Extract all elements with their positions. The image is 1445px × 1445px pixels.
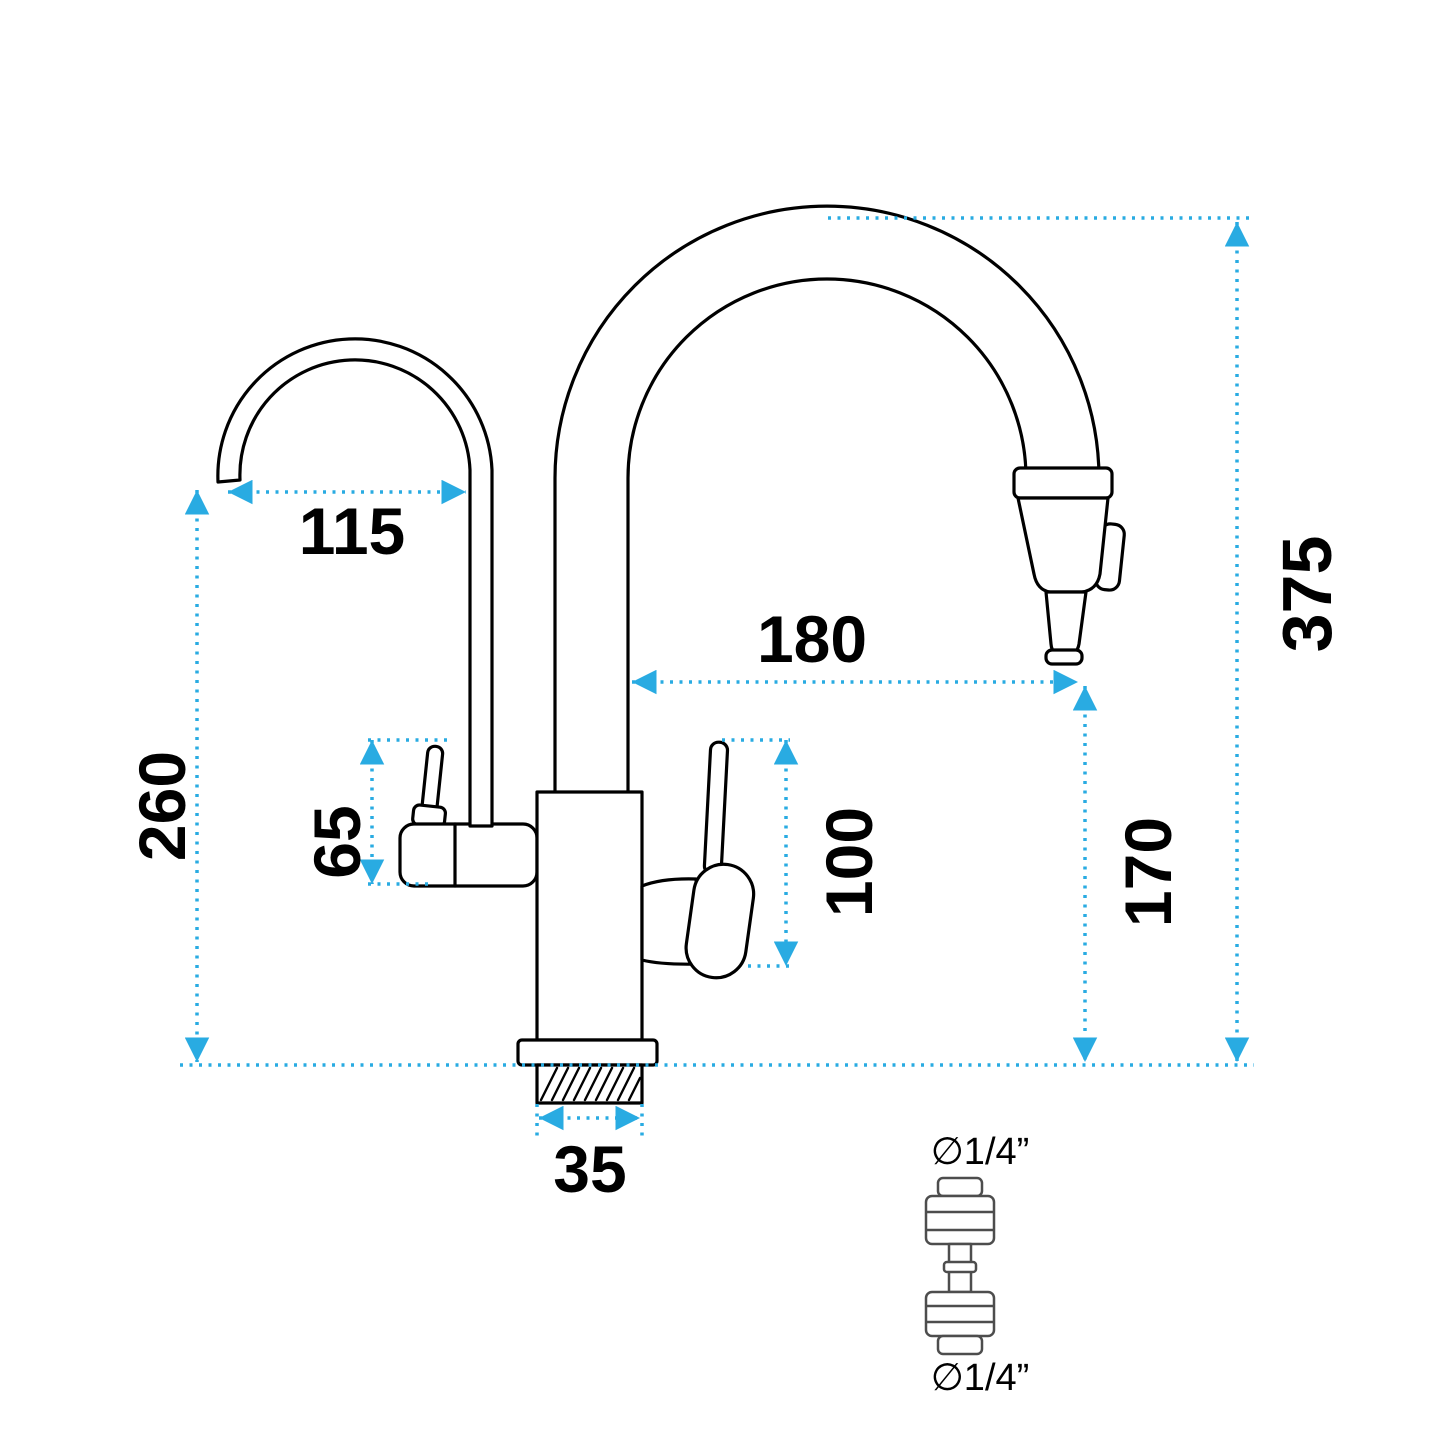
fitting-bottom-collet	[936, 1334, 984, 1356]
filter-handle	[411, 744, 448, 832]
spray-tip	[1044, 648, 1084, 666]
fitting-top-body	[924, 1194, 996, 1246]
label-100: 100	[812, 807, 886, 917]
filter-valve-body	[398, 822, 539, 888]
dimension-labels: 115 180 375 260 65 100 170 35	[125, 494, 1346, 1206]
mixer-handle	[640, 740, 756, 980]
fitting-bottom-body	[924, 1290, 996, 1338]
fitting-mid-ridge	[942, 1260, 978, 1274]
spray-head	[1012, 466, 1126, 666]
spray-body	[1016, 496, 1110, 594]
faucet-body	[535, 790, 644, 1042]
quick-connect-fitting	[924, 1176, 996, 1356]
main-spout	[553, 204, 1101, 796]
base-flange	[516, 1038, 659, 1067]
fitting-bottom-label: ∅1/4”	[931, 1357, 1030, 1399]
label-180: 180	[757, 602, 867, 676]
label-35: 35	[553, 1132, 626, 1206]
spray-nozzle	[1044, 590, 1088, 658]
fitting-top-label: ∅1/4”	[931, 1131, 1030, 1173]
faucet-drawing	[216, 204, 1126, 1105]
mixer-handle-grip	[684, 862, 756, 980]
label-170: 170	[1111, 817, 1185, 927]
filter-spout	[216, 337, 494, 828]
thread-hatching	[539, 1066, 642, 1102]
label-260: 260	[125, 751, 199, 861]
label-375: 375	[1268, 536, 1346, 653]
label-115: 115	[299, 494, 405, 568]
mixer-handle-lever	[702, 740, 730, 876]
fitting-top-collet	[936, 1176, 984, 1198]
fitting-labels: ∅1/4” ∅1/4”	[931, 1131, 1030, 1399]
dimension-lines	[180, 216, 1254, 1136]
label-65: 65	[300, 805, 374, 878]
spray-collar	[1012, 466, 1114, 500]
